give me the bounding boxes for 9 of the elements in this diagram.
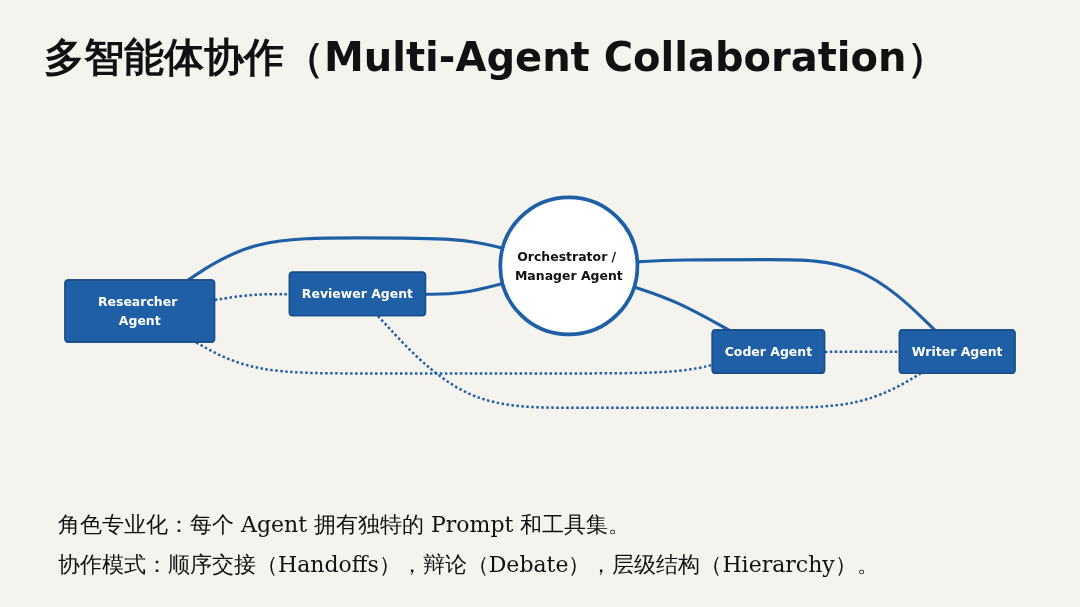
connector — [377, 315, 922, 409]
note-text: 协作模式：顺序交接（Handoffs），辩论（Debate），层级结构（Hierarchy）。 — [58, 551, 879, 579]
node-circle: Orchestrator / Manager Agent — [498, 195, 640, 337]
note-text: 角色专业化：每个 Agent 拥有独特的 Prompt 和工具集。 — [58, 511, 632, 539]
connector — [824, 350, 900, 354]
connector — [195, 341, 713, 375]
title: 多智能体协作（Multi-Agent Collaboration） — [44, 33, 947, 82]
connector — [425, 281, 503, 296]
connector — [214, 292, 290, 302]
